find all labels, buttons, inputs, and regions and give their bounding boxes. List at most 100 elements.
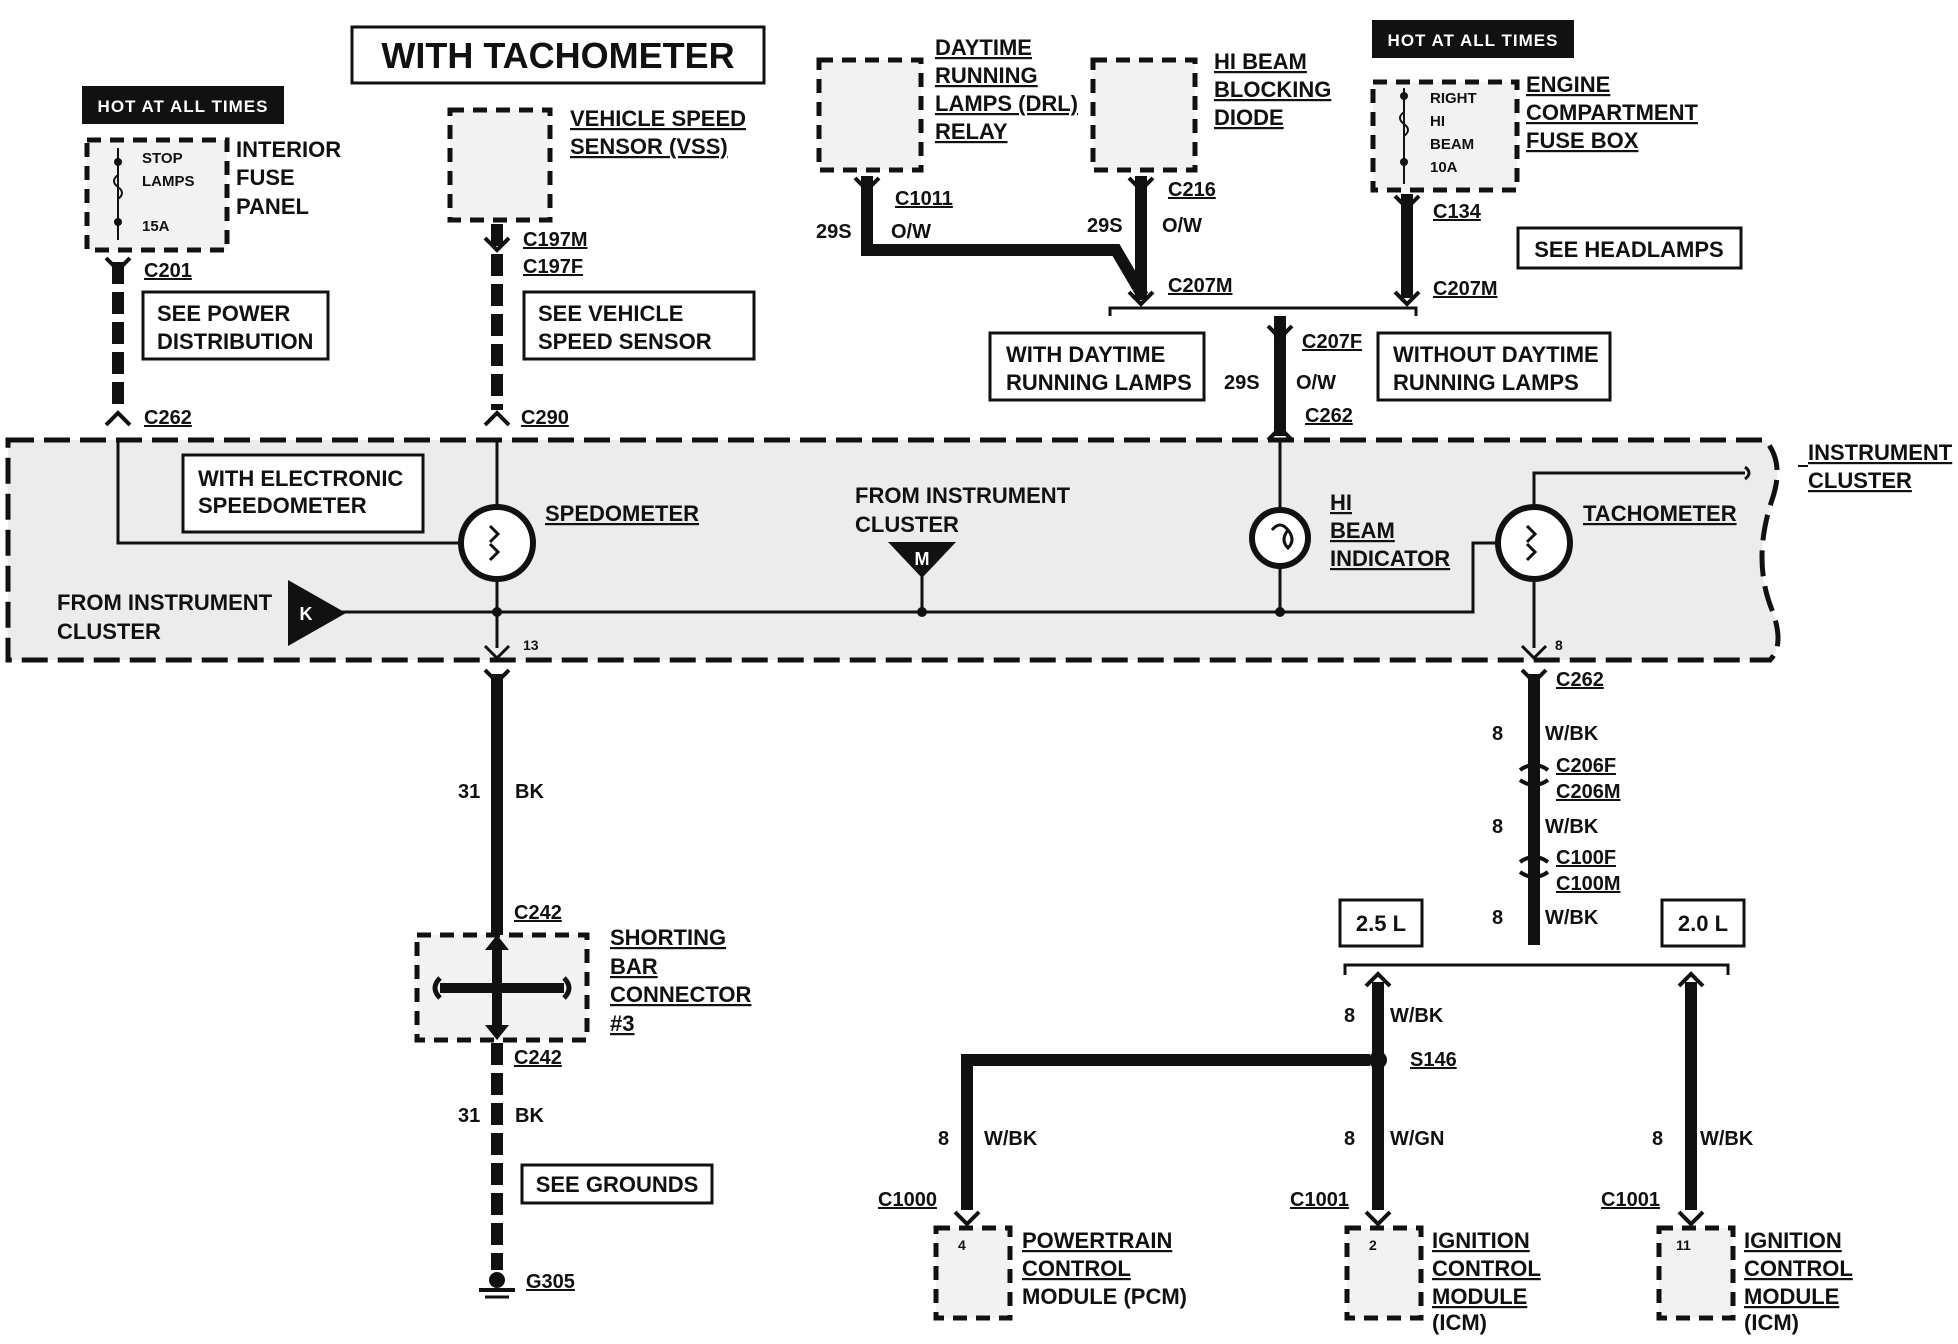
svg-text:HI BEAM: HI BEAM: [1214, 49, 1307, 74]
svg-text:BEAM: BEAM: [1430, 136, 1474, 153]
connector-c1001-25l: C1001: [1290, 1189, 1349, 1211]
svg-text:LAMPS (DRL): LAMPS (DRL): [935, 91, 1078, 116]
connector-c1001-20l: C1001: [1601, 1189, 1660, 1211]
wire-k-bus: [330, 541, 1502, 614]
connector-c242-lower: C242: [514, 1047, 562, 1069]
see-vehicle-speed-sensor-box: SEE VEHICLE SPEED SENSOR: [522, 290, 756, 361]
svg-text:STOP: STOP: [142, 150, 183, 167]
svg-text:W/BK: W/BK: [1545, 816, 1599, 838]
connector-c1000: C1000: [878, 1189, 937, 1211]
connector-c262-pin8: C262: [1556, 669, 1604, 691]
svg-text:BLOCKING: BLOCKING: [1214, 77, 1331, 102]
tachometer-gauge: TACHOMETER: [1495, 501, 1737, 582]
svg-text:HOT AT ALL TIMES: HOT AT ALL TIMES: [1388, 31, 1559, 50]
svg-text:FROM INSTRUMENT: FROM INSTRUMENT: [57, 590, 273, 615]
connector-c262-pin7: C262: [144, 407, 192, 429]
svg-text:CONTROL: CONTROL: [1432, 1256, 1541, 1281]
connector-c206m: C206M: [1556, 781, 1620, 803]
svg-text:8: 8: [1555, 637, 1563, 653]
svg-text:IGNITION: IGNITION: [1432, 1228, 1530, 1253]
svg-text:M: M: [915, 549, 930, 569]
svg-text:CONTROL: CONTROL: [1022, 1256, 1131, 1281]
svg-text:W/BK: W/BK: [984, 1128, 1038, 1150]
svg-text:8: 8: [1492, 816, 1503, 838]
connector-c207m-nodrl: C207M: [1433, 278, 1497, 300]
fuse-icon-2: [1399, 111, 1409, 137]
connector-c197m: C197M: [523, 229, 587, 251]
svg-text:INDICATOR: INDICATOR: [1330, 546, 1450, 571]
svg-text:4: 4: [958, 1237, 966, 1253]
engine-25l-box: 2.5 L: [1338, 898, 1424, 948]
connector-tag-k: K: [288, 580, 346, 646]
connector-tag-m: M: [888, 542, 956, 578]
svg-text:CONTROL: CONTROL: [1744, 1256, 1853, 1281]
svg-text:(ICM): (ICM): [1432, 1310, 1487, 1335]
ignition-control-module-25l: 2 IGNITION CONTROL MODULE (ICM): [1344, 1225, 1541, 1335]
svg-text:BK: BK: [515, 1105, 544, 1127]
interior-fuse-panel: HOT AT ALL TIMES STOP LAMPS 15A INTERIOR…: [82, 86, 341, 253]
svg-text:RUNNING: RUNNING: [935, 63, 1038, 88]
svg-text:O/W: O/W: [1296, 372, 1336, 394]
svg-text:WITHOUT DAYTIME: WITHOUT DAYTIME: [1393, 342, 1599, 367]
without-drl-box: WITHOUT DAYTIME RUNNING LAMPS: [1376, 331, 1612, 402]
see-power-distribution-box: SEE POWER DISTRIBUTION: [141, 290, 330, 361]
svg-text:SPEEDOMETER: SPEEDOMETER: [198, 493, 367, 518]
see-headlamps-box: SEE HEADLAMPS: [1516, 226, 1743, 270]
connector-c242-upper: C242: [514, 902, 562, 924]
speedometer-gauge: SPEDOMETER: [458, 501, 699, 582]
svg-text:8: 8: [938, 1128, 949, 1150]
svg-text:BAR: BAR: [610, 954, 658, 979]
connector-c100m: C100M: [1556, 873, 1620, 895]
wire-8-wbk-pcm: [961, 1054, 1370, 1210]
svg-text:31: 31: [458, 781, 480, 803]
connector-c206f: C206F: [1556, 755, 1616, 777]
svg-text:POWERTRAIN: POWERTRAIN: [1022, 1228, 1172, 1253]
hi-beam-indicator-lamp: HI BEAM INDICATOR: [1249, 490, 1450, 571]
svg-text:8: 8: [1344, 1128, 1355, 1150]
svg-text:WITH TACHOMETER: WITH TACHOMETER: [381, 35, 734, 76]
connector-c216: C216: [1168, 179, 1216, 201]
svg-text:DAYTIME: DAYTIME: [935, 35, 1032, 60]
with-electronic-speedometer-box: WITH ELECTRONIC SPEEDOMETER: [181, 453, 425, 534]
shorting-bar-connector: SHORTING BAR CONNECTOR #3: [414, 925, 751, 1043]
svg-text:10A: 10A: [1430, 159, 1458, 176]
svg-text:SEE HEADLAMPS: SEE HEADLAMPS: [1534, 237, 1723, 262]
svg-text:SEE VEHICLE: SEE VEHICLE: [538, 301, 683, 326]
svg-text:W/BK: W/BK: [1545, 907, 1599, 929]
instrument-cluster: INSTRUMENT CLUSTER: [5, 437, 1953, 663]
svg-text:2.0 L: 2.0 L: [1678, 911, 1728, 936]
svg-text:IGNITION: IGNITION: [1744, 1228, 1842, 1253]
svg-text:RIGHT: RIGHT: [1430, 90, 1477, 107]
svg-text:BK: BK: [515, 781, 544, 803]
vehicle-speed-sensor: VEHICLE SPEED SENSOR (VSS): [447, 106, 746, 223]
connector-c207m-drl: C207M: [1168, 275, 1232, 297]
svg-text:FUSE BOX: FUSE BOX: [1526, 128, 1639, 153]
svg-text:W/BK: W/BK: [1545, 723, 1599, 745]
svg-text:DISTRIBUTION: DISTRIBUTION: [157, 329, 313, 354]
svg-text:PANEL: PANEL: [236, 194, 309, 219]
svg-text:HOT AT ALL TIMES: HOT AT ALL TIMES: [98, 97, 269, 116]
svg-text:O/W: O/W: [891, 221, 931, 243]
svg-text:CLUSTER: CLUSTER: [855, 512, 959, 537]
svg-text:FROM INSTRUMENT: FROM INSTRUMENT: [855, 483, 1071, 508]
svg-text:CLUSTER: CLUSTER: [1808, 468, 1912, 493]
splice-s146: [1369, 1051, 1387, 1069]
svg-text:(ICM): (ICM): [1744, 1310, 1799, 1335]
hot-at-all-times-badge: [82, 86, 284, 124]
diagram-title: WITH TACHOMETER: [350, 25, 766, 85]
wire-pin7-speedo: [116, 440, 480, 545]
svg-text:HI: HI: [1330, 490, 1352, 515]
svg-text:W/BK: W/BK: [1390, 1005, 1444, 1027]
svg-text:RUNNING LAMPS: RUNNING LAMPS: [1393, 370, 1579, 395]
svg-text:RELAY: RELAY: [935, 119, 1008, 144]
svg-text:2.5 L: 2.5 L: [1356, 911, 1406, 936]
svg-text:INSTRUMENT: INSTRUMENT: [1808, 440, 1953, 465]
ground-g305: G305: [526, 1271, 575, 1293]
svg-text:13: 13: [523, 637, 539, 653]
ground-g305-icon: [479, 1272, 515, 1299]
svg-text:31: 31: [458, 1105, 480, 1127]
svg-text:SPEED SENSOR: SPEED SENSOR: [538, 329, 712, 354]
svg-text:ENGINE: ENGINE: [1526, 72, 1610, 97]
svg-text:O/W: O/W: [1162, 215, 1202, 237]
svg-text:W/GN: W/GN: [1390, 1128, 1444, 1150]
